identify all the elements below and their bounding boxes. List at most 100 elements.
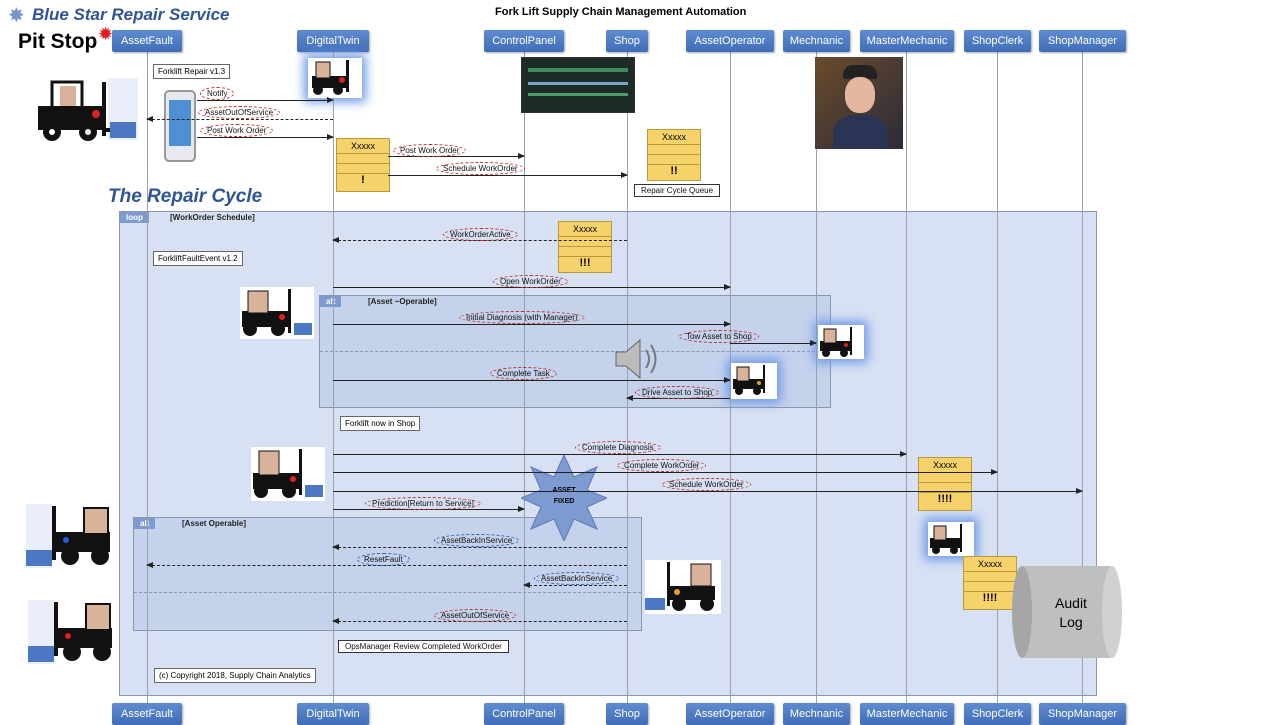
brand-subtitle: Pit Stop [18,30,98,53]
lifeline-shopclerk [997,52,998,704]
alt-condition: [Asset ~Operable] [368,297,437,306]
lane-controlpanel-bottom[interactable]: ControlPanel [484,703,564,725]
sticky-mark: !! [670,165,678,177]
mechanic-photo [815,57,903,149]
lane-digitaltwin-bottom[interactable]: DigitalTwin [297,703,369,725]
asset-fixed-star: ASSET FIXED [519,453,609,543]
forklift-icon [731,363,777,399]
msg-notify: Notify [200,87,235,100]
lifeline-assetfault [147,52,148,704]
msg-back-in-service: AssetBackInService [434,534,520,547]
sticky-note: Xxxxx !!!! [918,457,972,511]
sticky-head: Xxxxx [559,222,611,237]
loop-tag: loop [120,212,149,223]
lane-shopmanager-bottom[interactable]: ShopManager [1039,703,1126,725]
forklift-icon [308,58,362,98]
sticky-mark: !!!! [982,592,998,604]
forklift-icon [240,287,314,339]
alt-divider [134,592,641,593]
forklift-icon [38,78,138,142]
audit-log-label: Audit Log [1055,595,1087,630]
speaker-icon[interactable] [612,336,664,382]
lifeline-shopmanager [1082,52,1083,704]
arrow-tow-asset [730,340,817,346]
alt-tag: alt [134,518,156,529]
forklift-icon [818,325,864,359]
brand-star-icon: ✸ [8,5,25,27]
arrow-notify [197,97,334,103]
msg-drive-asset: Drive Asset to Shop [635,386,720,399]
red-star-icon: ✹ [98,24,114,44]
lane-assetoperator-bottom[interactable]: AssetOperator [686,703,774,725]
control-panel-screenshot [521,57,635,113]
audit-log-cylinder: Audit Log [1012,566,1122,658]
note-in-shop: Forklift now in Shop [340,416,421,431]
msg-prediction: Prediction[Return to Service] [365,497,481,510]
msg-complete-diag: Complete Diagnosis [575,441,661,454]
msg-asset-out: AssetOutOfService [198,106,281,119]
sticky-head: Xxxxx [919,458,971,473]
lane-shop-bottom[interactable]: Shop [606,703,648,725]
forklift-icon [928,522,974,556]
sticky-mark: ! [361,174,365,186]
note-copyright: (c) Copyright 2018, Supply Chain Analyti… [154,668,316,683]
loop-condition: [WorkOrder Schedule] [170,213,255,222]
arrow-asset-out [146,116,333,122]
msg-post-wo: Post Work Order [200,124,274,137]
lane-mechnanic-bottom[interactable]: Mechnanic [783,703,850,725]
msg-wo-active: WorkOrderActive [443,228,518,241]
lane-shopmanager[interactable]: ShopManager [1039,30,1126,52]
section-title: The Repair Cycle [108,186,263,207]
msg-complete-task: Complete Task [490,367,557,380]
diagram-title: Fork Lift Supply Chain Management Automa… [495,6,747,18]
arrow-complete-diag [333,451,907,457]
sticky-head: Xxxxx [648,130,700,145]
lane-assetoperator[interactable]: AssetOperator [686,30,774,52]
forklift-icon [28,600,116,664]
sticky-note: Xxxxx ! [336,138,390,192]
arrow-complete-task [333,377,731,383]
sticky-note: Xxxxx !! [647,129,701,181]
msg-complete-wo: Complete WorkOrder [617,459,707,472]
lane-mastermechanic[interactable]: MasterMechanic [860,30,954,52]
lane-digitaltwin[interactable]: DigitalTwin [297,30,369,52]
msg-ops-review: OpsManager Review Completed WorkOrder [338,640,509,653]
msg-open-wo: Open WorkOrder [493,275,568,288]
sticky-mark: !!!! [937,493,953,505]
msg-back-in-service-2: AssetBackInService [534,572,620,585]
msg-schedule-wo: Schedule WorkOrder [436,162,525,175]
arrow-complete-wo [333,469,998,475]
forklift-icon [251,447,325,501]
note-forklift-repair: Forklift Repair v1.3 [153,64,231,79]
arrow-back-in-service-2 [523,582,627,588]
sticky-head: Xxxxx [337,139,389,154]
lane-shopclerk-bottom[interactable]: ShopClerk [964,703,1031,725]
lifeline-mastermechanic [906,52,907,704]
lane-assetfault[interactable]: AssetFault [112,30,182,52]
msg-initial-diag: Initial Diagnosis (with Manager) [459,311,585,324]
lane-mastermechanic-bottom[interactable]: MasterMechanic [860,703,954,725]
lane-assetfault-bottom[interactable]: AssetFault [112,703,182,725]
lifeline-shop [627,52,628,704]
lane-shop[interactable]: Shop [606,30,648,52]
note-fault-event: ForkliftFaultEvent v1.2 [153,251,243,266]
forklift-icon [645,560,721,614]
forklift-icon [26,504,114,568]
alt-divider [320,351,830,352]
arrow-initial-diag [333,321,731,327]
lane-mechnanic[interactable]: Mechnanic [783,30,850,52]
arrow-back-in-service [332,544,627,550]
alt-condition: [Asset Operable] [182,519,247,528]
arrow-post-wo-2 [388,153,525,159]
lane-shopclerk[interactable]: ShopClerk [964,30,1031,52]
alt-tag: alt [320,296,342,307]
sticky-note: Xxxxx !!!! [963,556,1017,610]
msg-tow-asset: Tow Asset to Shop [679,330,759,343]
sticky-mark: !!! [579,257,591,269]
asset-fixed-label: ASSET FIXED [552,487,576,505]
arrow-schedule-wo [388,172,628,178]
msg-asset-out-2: AssetOutOfService [434,609,517,622]
msg-post-wo-2: Post Work Order [393,144,467,157]
lane-controlpanel[interactable]: ControlPanel [484,30,564,52]
sticky-note: Xxxxx !!! [558,221,612,273]
